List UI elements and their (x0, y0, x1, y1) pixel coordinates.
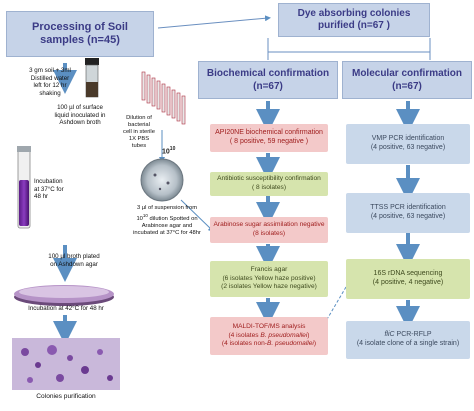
spot-line: Arabinose agar and (141, 222, 193, 229)
francis-line1: Francis agar (250, 266, 288, 274)
francis-agar-box: Francis agar (6 isolates Yellow haze pos… (210, 261, 328, 297)
dye-title-line1: Dye absorbing colonies (297, 8, 411, 19)
dilution-line: bacterial (128, 122, 150, 128)
16s-rdna-box: 16S rDNA sequencing (4 positive, 4 negat… (346, 259, 470, 299)
spot-line: incubated at 37°C for 48hr (133, 229, 201, 236)
dilution-tubes-image (141, 71, 186, 125)
16s-line2: (4 positive, 4 negative) (372, 279, 444, 286)
api20ne-box: API20NE biochemical confirmation ( 8 pos… (210, 124, 328, 152)
ashdown-agar-plate-image (14, 285, 114, 306)
soil-processing-title: Processing of Soil samples (n=45) (32, 21, 128, 46)
broth-tube-image (17, 146, 31, 229)
dilution-exponent-sup: 10 (169, 146, 176, 152)
bracket-to-headers (267, 38, 431, 53)
arrow-to-dye-box (157, 15, 271, 29)
left-step-colonies: Colonies purification (12, 393, 120, 401)
maldi-line2c: ) (307, 331, 310, 339)
dilution-line: 1X PBS (128, 136, 150, 142)
left-step1-line: shaking (39, 89, 61, 97)
left-step1-line: Distilled water (30, 74, 70, 82)
maldi-line3a: (4 isolates non- (221, 340, 267, 348)
left-step3-line: at 37°C for (34, 185, 64, 193)
left-step-inoculation: 100 µl of surface liquid inoculated in A… (34, 104, 126, 127)
16s-line1: 16S rDNA sequencing (373, 270, 443, 278)
ttss-line1: TTSS PCR identification (370, 204, 446, 212)
dilution-line: Dilution of (126, 115, 152, 121)
dye-title-line2: purified (n=67 ) (318, 20, 390, 31)
left-step3-line: Incubation (34, 178, 63, 185)
bio-title-line1: Biochemical confirmation (206, 68, 330, 79)
maldi-line1: MALDI-TOF/MS analysis (232, 323, 306, 331)
spot-dilution-sup: 10 (142, 213, 148, 218)
dilution-exponent: 1010 (162, 146, 175, 155)
flic-line1: fliC PCR-RFLP (384, 331, 431, 340)
mid-arrow-plate-bio (180, 199, 215, 233)
vmp-line1: VMP PCR identification (371, 135, 445, 143)
left-step4-line: on Ashdown agar (50, 260, 98, 268)
ttss-pcr-box: TTSS PCR identification (4 positive, 63 … (346, 193, 470, 233)
left-step-incubation-37: Incubation at 37°C for 48 hr (34, 178, 90, 201)
antibiotic-line2: ( 8 isolates) (251, 184, 287, 191)
molecular-header: Molecular confirmation (n=67) (342, 61, 472, 99)
arabinose-box: Arabinose sugar assimilation negative (8… (210, 217, 328, 243)
biochemical-header: Biochemical confirmation (n=67) (198, 61, 338, 99)
maldi-line3: (4 isolates non-B. pseudomallei) (222, 340, 316, 349)
colony-photo-image (12, 338, 120, 390)
mol-title-line1: Molecular confirmation (351, 68, 462, 79)
left-step2-line: Ashdown broth (59, 119, 101, 127)
left-step1-line: 3 gm soil + 3ml (29, 67, 71, 74)
spot-instructions: 3 µl of suspension from 1010 dilution Sp… (128, 205, 206, 237)
flic-rflp-box: fliC PCR-RFLP (4 isolate clone of a sing… (346, 321, 470, 359)
mol-title-line2: (n=67) (392, 81, 422, 92)
arabinose-line1: Arabinose sugar assimilation negative (213, 221, 325, 229)
dilution-line: tubes (131, 143, 147, 149)
spot-line: 1010 dilution Spotted on (128, 212, 206, 223)
maldi-line2-species: B. pseudomallei (260, 331, 308, 339)
left-step3-line: 48 hr (34, 193, 49, 201)
left-step4-line: 100 µl broth plated (48, 253, 100, 260)
left-step-incubation-42: Incubation at 42°C for 48 hr (6, 305, 126, 313)
francis-line3: (2 isolates Yellow haze negative) (221, 283, 317, 291)
api20ne-line1: API20NE biochemical confirmation (215, 129, 323, 137)
spot-dilution-rest: dilution Spotted on (147, 215, 198, 222)
dilution-label: Dilution of bacterial cell in sterile 1X… (118, 115, 160, 150)
spot-dilution-base: 10 (136, 215, 143, 222)
left-step5-line: Incubation at 42°C for 48 hr (28, 305, 104, 312)
bio-title-line2: (n=67) (253, 81, 283, 92)
maldi-box: MALDI-TOF/MS analysis (4 isolates B. pse… (210, 317, 328, 355)
flic-method: PCR-RFLP (394, 331, 432, 339)
soil-processing-header: Processing of Soil samples (n=45) (6, 11, 154, 57)
left-step-soil-water: 3 gm soil + 3ml Distilled water left for… (14, 67, 86, 97)
francis-line2: (6 isolates Yellow haze positive) (222, 274, 316, 282)
flic-gene: fliC (384, 331, 395, 339)
antibiotic-line1: Antibiotic susceptibility confirmation (217, 175, 321, 183)
maldi-line3c: ) (313, 340, 317, 348)
antibiotic-box: Antibiotic susceptibility confirmation (… (210, 172, 328, 196)
left-step2-line: 100 µl of surface (57, 104, 103, 111)
flic-line2: (4 isolate clone of a single strain) (356, 340, 460, 347)
soil-vial-image (85, 58, 99, 98)
vmp-line2: (4 positive, 63 negative) (370, 144, 446, 151)
maldi-line3-species: B. pseudomallei (266, 340, 314, 348)
arabinose-plate-image (140, 158, 184, 202)
maldi-line2a: (4 isolates (228, 331, 261, 339)
dilution-exponent-base: 10 (162, 148, 170, 156)
vmp-pcr-box: VMP PCR identification (4 positive, 63 n… (346, 124, 470, 164)
dilution-line: cell in sterile (123, 129, 155, 135)
left-step1-line: left for 12 hr (33, 82, 67, 90)
spot-line: 3 µl of suspension from (136, 205, 198, 211)
left-step-plating: 100 µl broth plated on Ashdown agar (26, 253, 122, 268)
api20ne-line2: ( 8 positive, 59 negative ) (229, 138, 309, 145)
left-step2-line: liquid inoculated in (54, 111, 106, 119)
maldi-line2: (4 isolates B. pseudomallei) (228, 332, 309, 341)
dye-absorbing-header: Dye absorbing colonies purified (n=67 ) (278, 3, 430, 37)
ttss-line2: (4 positive, 63 negative) (370, 213, 446, 220)
left-step6-line: Colonies purification (36, 393, 96, 400)
arabinose-line2: (8 isolates) (252, 230, 286, 237)
